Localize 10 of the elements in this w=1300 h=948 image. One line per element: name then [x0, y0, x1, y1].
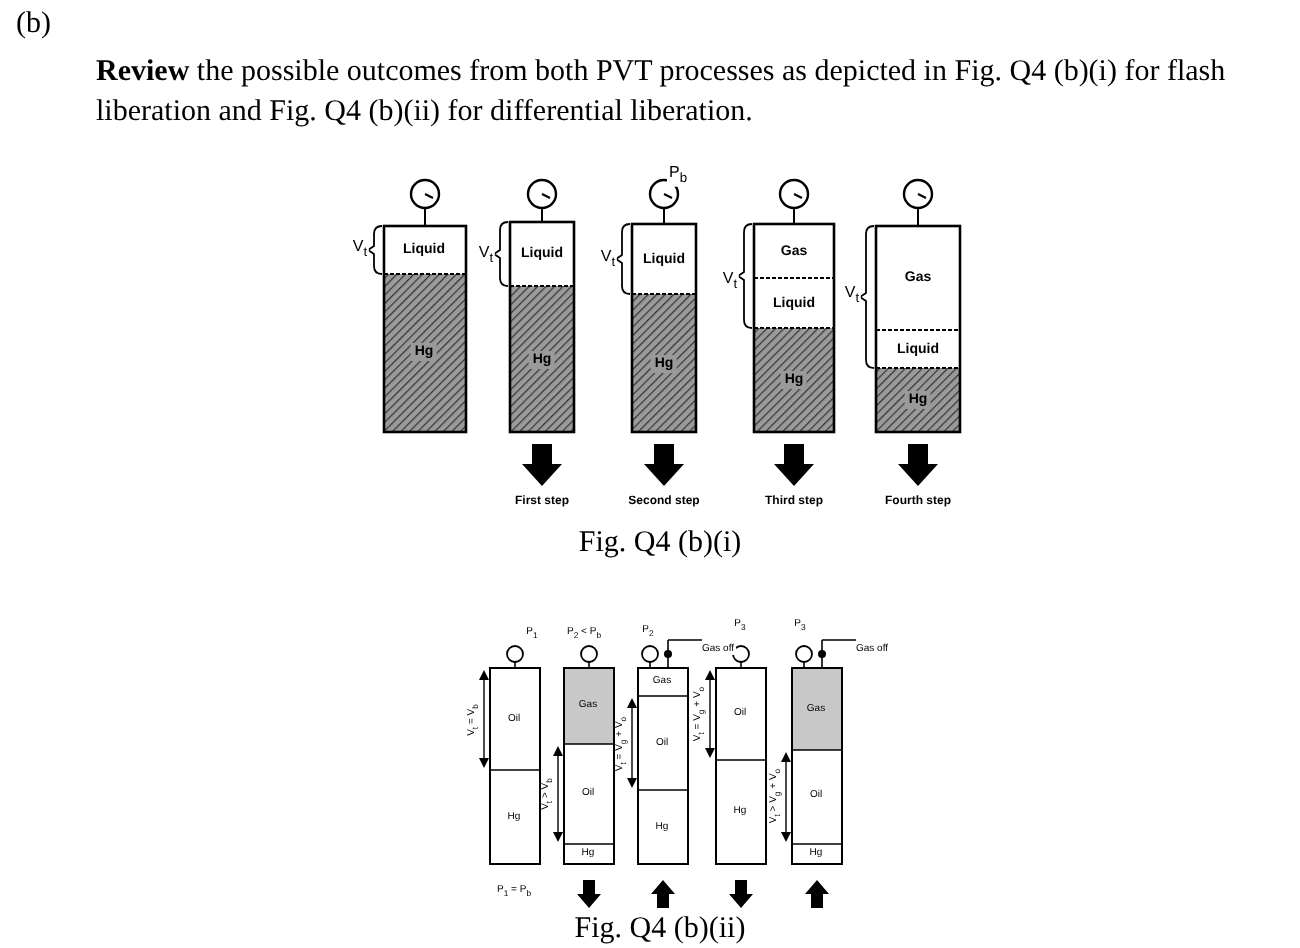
- gauge-label: P$_{b}$: [666, 164, 690, 188]
- figure-caption: Fig. Q4 (b)(ii): [574, 915, 746, 945]
- figure-caption: Fig. Q4 (b)(i): [578, 529, 742, 559]
- volume-label: V$_{t}$: [598, 248, 618, 272]
- volume-label: V$_{t}$: [476, 244, 496, 268]
- volume-label: V$_{t}$: [350, 238, 370, 262]
- volume-label: V$_{t}$: [720, 270, 740, 294]
- question-text: Review the possible outcomes from both PVT processes as depicted in Fig. Q4 (b)(i) for flash liberation and Fig. Q4 (b)(ii) for differential liberation.: [96, 54, 1228, 131]
- volume-label: V$_{t}$: [842, 284, 862, 308]
- section-heading: (b): [16, 8, 51, 42]
